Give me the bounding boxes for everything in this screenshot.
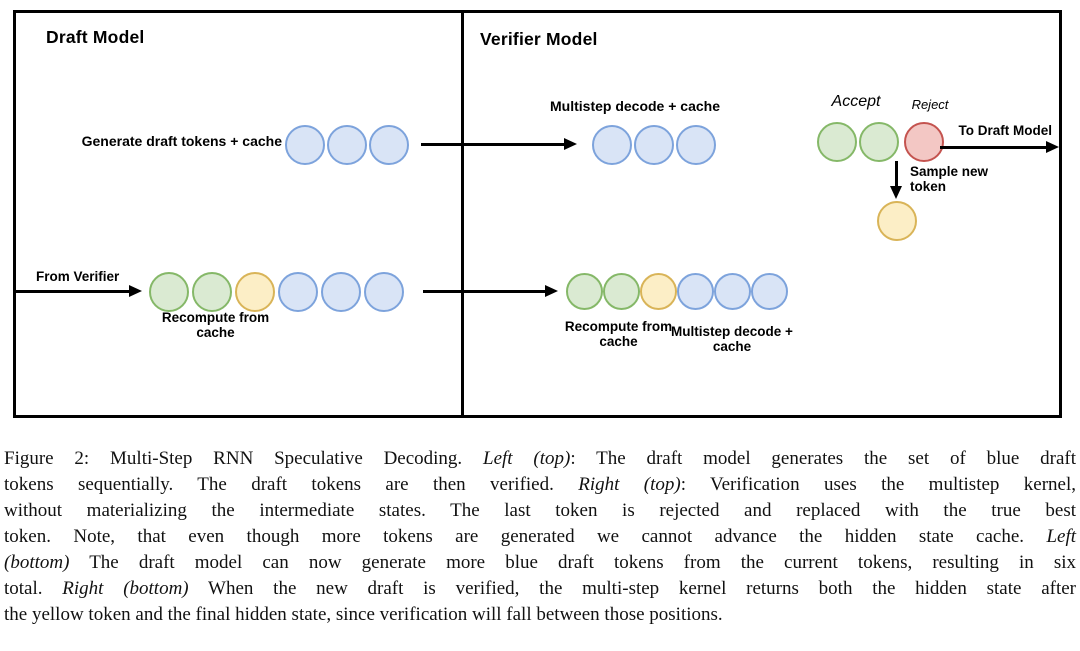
sample-new-token-arrow bbox=[890, 161, 903, 199]
arrow-shaft bbox=[940, 146, 1047, 149]
draft-panel-title: Draft Model bbox=[46, 27, 145, 47]
draft-bottom-token-row bbox=[149, 272, 404, 312]
arrow-shaft bbox=[895, 161, 898, 187]
blue-token-circle bbox=[327, 125, 367, 165]
arrowhead-right-icon bbox=[1046, 141, 1059, 153]
panel-divider-line bbox=[461, 10, 464, 418]
yellow-token-circle bbox=[640, 273, 677, 310]
caption-line-5: (bottom) The draft model can now generat… bbox=[4, 552, 1076, 573]
blue-token-circle bbox=[364, 272, 404, 312]
green-token-circle bbox=[817, 122, 857, 162]
draft-to-verifier-bottom-arrow bbox=[423, 285, 558, 298]
blue-token-circle bbox=[278, 272, 318, 312]
recompute-from-cache-label-verifier: Recompute from cache bbox=[564, 319, 673, 349]
arrow-shaft bbox=[423, 290, 546, 293]
arrow-shaft bbox=[16, 290, 130, 293]
blue-token-circle bbox=[592, 125, 632, 165]
arrowhead-down-icon bbox=[890, 186, 902, 199]
yellow-token-circle bbox=[877, 201, 917, 241]
caption-line-7: the yellow token and the final hidden st… bbox=[4, 604, 723, 625]
caption-line-3: without materializing the intermediate s… bbox=[4, 500, 1076, 521]
sampled-token bbox=[877, 201, 917, 241]
to-draft-model-arrow bbox=[940, 141, 1059, 154]
verifier-bottom-token-row bbox=[566, 273, 788, 310]
from-verifier-arrow bbox=[16, 285, 142, 298]
accept-label: Accept bbox=[831, 93, 881, 110]
recompute-from-cache-label-draft: Recompute from cache bbox=[161, 310, 270, 340]
blue-token-circle bbox=[321, 272, 361, 312]
arrowhead-right-icon bbox=[545, 285, 558, 297]
caption-line-2: tokens sequentially. The draft tokens ar… bbox=[4, 474, 1076, 495]
to-draft-model-label: To Draft Model bbox=[958, 123, 1053, 138]
multistep-decode-cache-top-label: Multistep decode + cache bbox=[550, 98, 720, 114]
draft-to-verifier-top-arrow bbox=[421, 138, 577, 151]
blue-token-circle bbox=[751, 273, 788, 310]
green-token-circle bbox=[603, 273, 640, 310]
arrowhead-right-icon bbox=[564, 138, 577, 150]
caption-line-4: token. Note, that even though more token… bbox=[4, 526, 1076, 547]
generate-draft-tokens-label: Generate draft tokens + cache bbox=[81, 133, 282, 149]
arrow-shaft bbox=[421, 143, 565, 146]
from-verifier-label: From Verifier bbox=[36, 269, 120, 284]
draft-top-token-row bbox=[285, 125, 409, 165]
red-token-circle bbox=[904, 122, 944, 162]
caption-line-6: total. Right (bottom) When the new draft… bbox=[4, 578, 1076, 599]
blue-token-circle bbox=[634, 125, 674, 165]
yellow-token-circle bbox=[235, 272, 275, 312]
blue-token-circle bbox=[285, 125, 325, 165]
arrowhead-right-icon bbox=[129, 285, 142, 297]
green-token-circle bbox=[566, 273, 603, 310]
green-token-circle bbox=[149, 272, 189, 312]
caption-line-1: Figure 2: Multi-Step RNN Speculative Dec… bbox=[4, 448, 1076, 469]
green-token-circle bbox=[192, 272, 232, 312]
blue-token-circle bbox=[714, 273, 751, 310]
green-token-circle bbox=[859, 122, 899, 162]
blue-token-circle bbox=[677, 273, 714, 310]
verifier-panel-title: Verifier Model bbox=[480, 29, 598, 49]
figure-caption: Figure 2: Multi-Step RNN Speculative Dec… bbox=[4, 446, 1076, 628]
multistep-decode-cache-bottom-label: Multistep decode + cache bbox=[671, 324, 793, 354]
sample-new-token-label: Sample new token bbox=[910, 164, 989, 194]
reject-label: Reject bbox=[911, 97, 949, 112]
blue-token-circle bbox=[676, 125, 716, 165]
accept-reject-token-row bbox=[817, 122, 944, 162]
blue-token-circle bbox=[369, 125, 409, 165]
verifier-top-token-row bbox=[592, 125, 716, 165]
